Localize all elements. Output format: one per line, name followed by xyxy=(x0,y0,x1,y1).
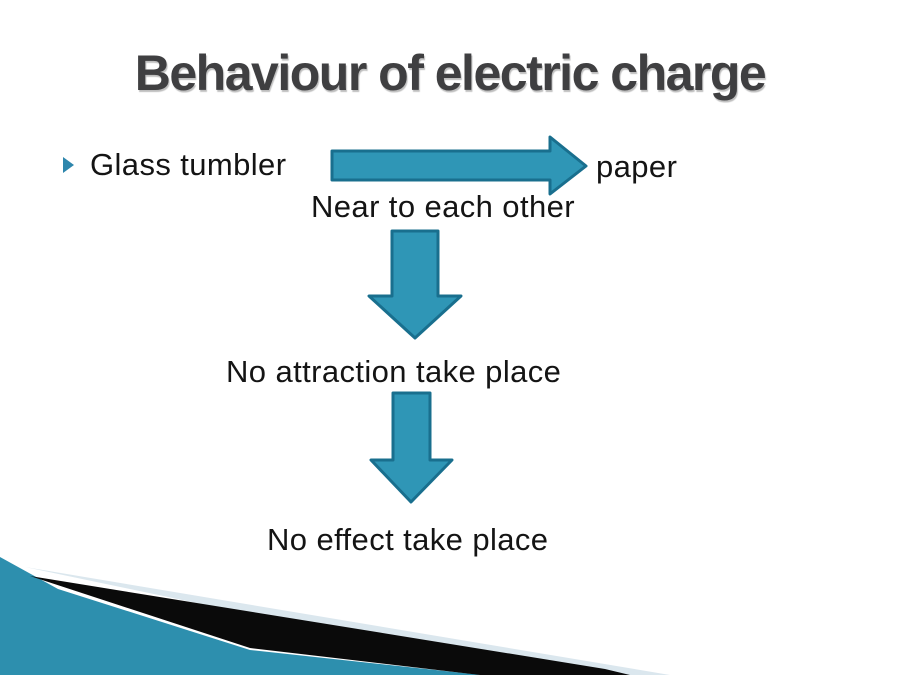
corner-decoration xyxy=(0,557,670,675)
result-no-effect: No effect take place xyxy=(267,522,549,557)
right-arrow-icon xyxy=(330,135,588,196)
corner-teal-blade xyxy=(0,557,482,675)
bullet-triangle-icon xyxy=(63,157,74,173)
down-arrow-2-icon xyxy=(369,391,454,504)
corner-black-blade xyxy=(30,576,630,675)
label-paper: paper xyxy=(596,149,678,184)
caption-near-to-each-other: Near to each other xyxy=(311,189,575,224)
result-no-attraction: No attraction take place xyxy=(226,354,562,389)
corner-pale-blade xyxy=(25,567,670,675)
down-arrow-1-icon xyxy=(367,229,463,340)
slide-title: Behaviour of electric charge xyxy=(134,45,767,101)
label-glass-tumbler: Glass tumbler xyxy=(90,147,287,182)
